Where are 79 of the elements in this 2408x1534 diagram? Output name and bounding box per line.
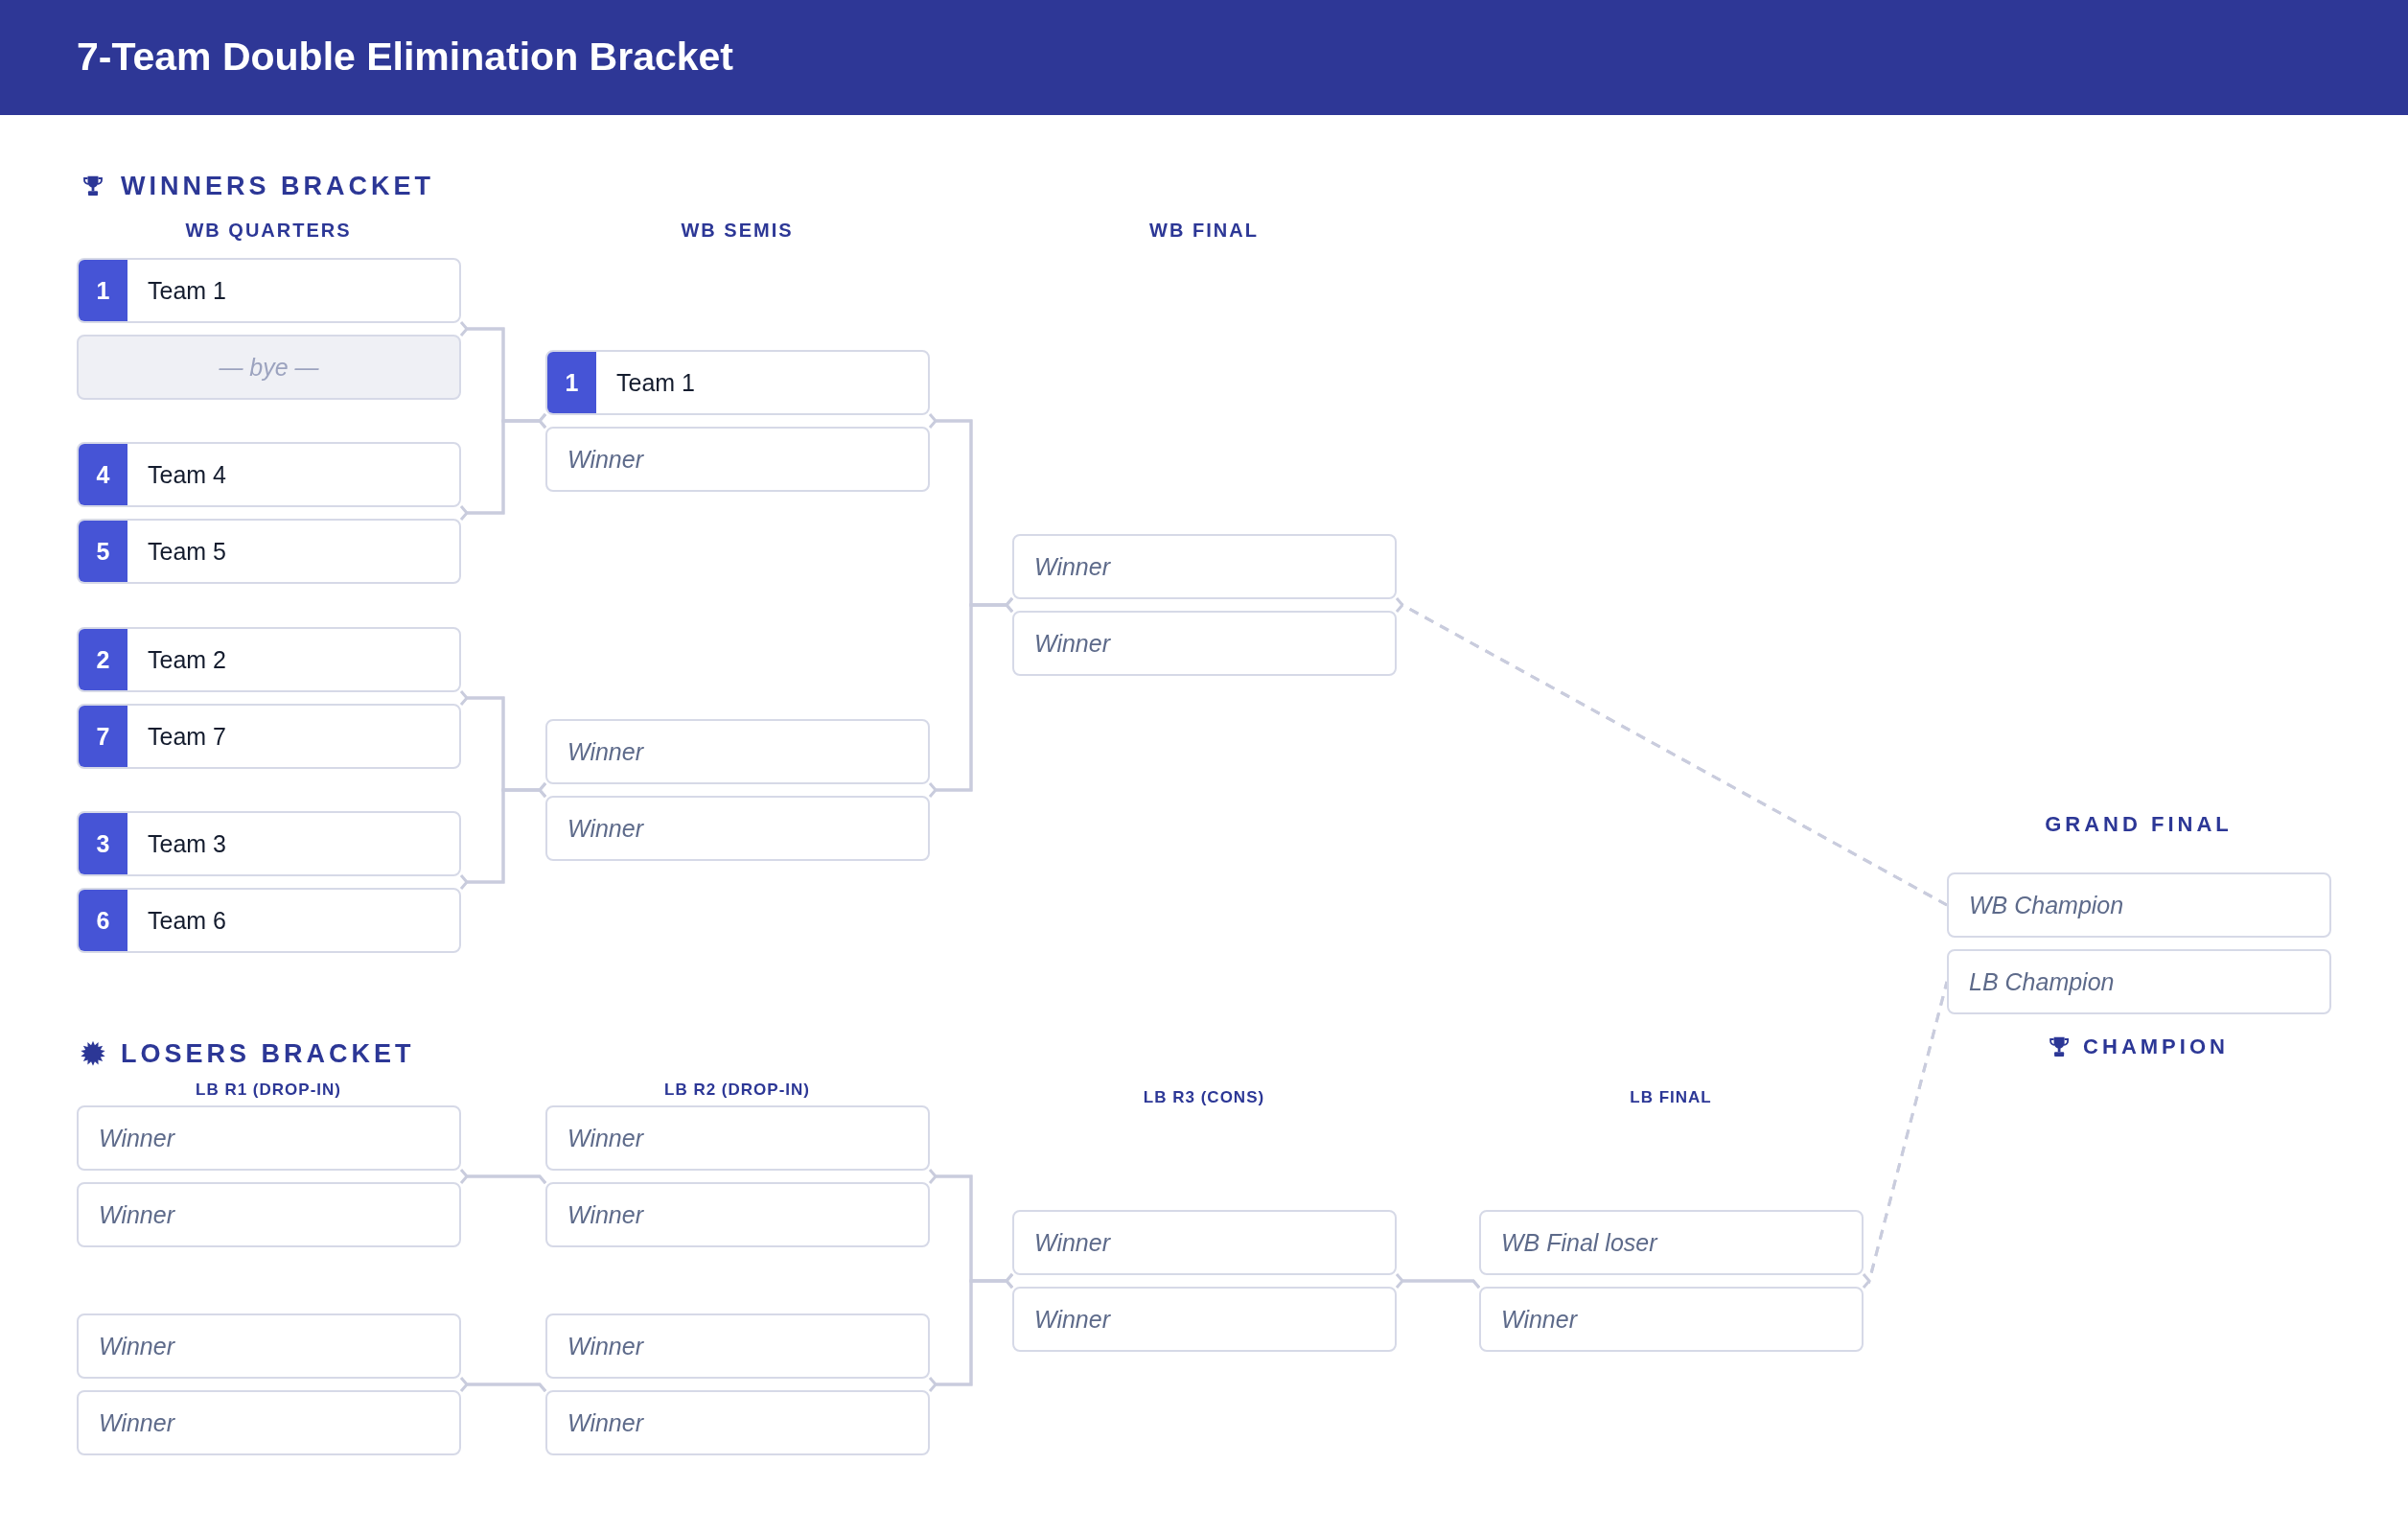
placeholder-text: WB Champion [1969, 891, 2124, 919]
bracket-slot [77, 888, 461, 953]
section-heading: LOSERS BRACKET [121, 1037, 415, 1070]
team-name: Team 6 [148, 906, 226, 935]
bye-text: — bye — [219, 353, 319, 382]
bracket-slot [545, 427, 930, 492]
seed-number: 3 [79, 813, 127, 874]
placeholder-text: Winner [567, 1408, 643, 1437]
seed-number: 2 [79, 629, 127, 690]
placeholder-text: WB Final loser [1501, 1228, 1657, 1257]
bracket-slot [77, 442, 461, 507]
round-label: LB FINAL [1630, 1087, 1712, 1108]
bracket-slot [545, 350, 930, 415]
team-name: Team 2 [148, 645, 226, 674]
bracket-slot [77, 1390, 461, 1455]
bracket-slot [1947, 872, 2331, 938]
bracket-slot [545, 1390, 930, 1455]
bracket-slot [1012, 1210, 1397, 1275]
bracket-slot [77, 704, 461, 769]
round-label: LB R3 (CONS) [1143, 1087, 1265, 1108]
team-name: Team 1 [148, 276, 226, 305]
placeholder-text: Winner [567, 1124, 643, 1152]
bracket-slot [545, 719, 930, 784]
placeholder-text: Winner [99, 1332, 174, 1360]
round-label: GRAND FINAL [2045, 811, 2233, 838]
team-name: Team 1 [616, 368, 695, 397]
round-label: CHAMPION [2083, 1034, 2229, 1060]
bracket-slot [1012, 534, 1397, 599]
placeholder-text: Winner [1501, 1305, 1577, 1334]
bracket-line [459, 1383, 547, 1392]
placeholder-text: Winner [99, 1124, 174, 1152]
placeholder-text: Winner [99, 1408, 174, 1437]
bracket-line [1395, 1279, 1481, 1289]
round-label: LB R2 (DROP-IN) [664, 1080, 810, 1101]
section-heading: WINNERS BRACKET [121, 170, 434, 202]
placeholder-text: Winner [567, 1200, 643, 1229]
placeholder-text: LB Champion [1969, 967, 2115, 996]
bracket-slot [77, 1313, 461, 1379]
bracket-slot [1012, 611, 1397, 676]
bracket-slot [77, 519, 461, 584]
bracket-slot [545, 1313, 930, 1379]
bracket-slot [1947, 949, 2331, 1014]
placeholder-text: Winner [567, 445, 643, 474]
bracket-slot [1479, 1210, 1864, 1275]
bracket-slot [1012, 1287, 1397, 1352]
seed-number: 7 [79, 706, 127, 767]
placeholder-text: Winner [1034, 1305, 1110, 1334]
bracket-slot [1479, 1287, 1864, 1352]
placeholder-text: Winner [567, 814, 643, 843]
seed-number: 4 [79, 444, 127, 505]
bracket-slot [77, 1105, 461, 1171]
team-name: Team 7 [148, 722, 226, 751]
bracket-slot [545, 796, 930, 861]
seed-number: 1 [79, 260, 127, 321]
placeholder-text: Winner [99, 1200, 174, 1229]
bracket-slot [545, 1105, 930, 1171]
bracket-slot [77, 1182, 461, 1247]
round-label: LB R1 (DROP-IN) [196, 1080, 341, 1101]
bracket-slot [77, 811, 461, 876]
placeholder-text: Winner [567, 737, 643, 766]
round-label: WB QUARTERS [185, 219, 352, 242]
placeholder-text: Winner [1034, 552, 1110, 581]
seed-number: 1 [547, 352, 596, 413]
placeholder-text: Winner [1034, 1228, 1110, 1257]
placeholder-text: Winner [1034, 629, 1110, 658]
bracket-line [459, 1174, 547, 1184]
bracket-slot [77, 627, 461, 692]
team-name: Team 5 [148, 537, 226, 566]
round-label: WB SEMIS [681, 219, 794, 242]
bracket-slot [77, 258, 461, 323]
seed-number: 6 [79, 890, 127, 951]
team-name: Team 3 [148, 829, 226, 858]
placeholder-text: Winner [567, 1332, 643, 1360]
bye-slot [77, 335, 461, 400]
round-label: WB FINAL [1149, 219, 1259, 242]
page-title: 7-Team Double Elimination Bracket [77, 35, 733, 81]
team-name: Team 4 [148, 460, 226, 489]
bracket-slot [545, 1182, 930, 1247]
seed-number: 5 [79, 521, 127, 582]
